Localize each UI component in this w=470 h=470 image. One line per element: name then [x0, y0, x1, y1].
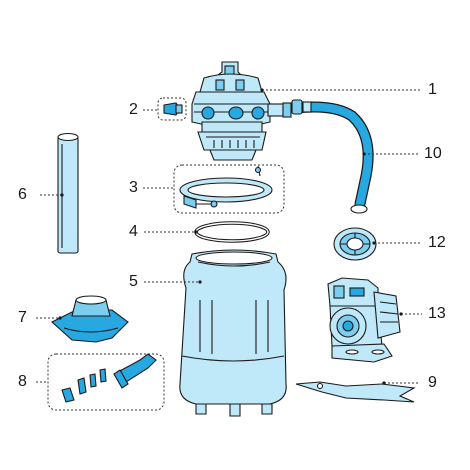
callout-13: 13 — [428, 305, 446, 322]
callout-9: 9 — [428, 374, 437, 391]
callout-10: 10 — [424, 145, 442, 162]
part-1-multiport-valve — [191, 61, 292, 161]
part-9-wrench — [295, 381, 416, 403]
part-6-center-pipe — [57, 132, 79, 254]
part-10-hose — [290, 99, 374, 214]
part-2-drain-plug — [157, 97, 187, 121]
callout-8: 8 — [18, 373, 27, 390]
part-8-fittings-set — [47, 353, 165, 411]
part-7-lateral-hub — [51, 295, 129, 343]
leader-lines — [36, 88, 422, 385]
callout-3: 3 — [129, 179, 138, 196]
callout-7: 7 — [18, 309, 27, 326]
callout-6: 6 — [18, 186, 27, 203]
callout-1: 1 — [428, 81, 437, 98]
part-3-clamp-ring — [173, 164, 285, 214]
callout-12: 12 — [428, 234, 446, 251]
part-5-filter-tank — [179, 249, 287, 417]
callout-5: 5 — [129, 273, 138, 290]
callout-2: 2 — [129, 101, 138, 118]
part-13-pump — [327, 277, 401, 363]
part-4-o-ring — [194, 221, 270, 243]
part-12-strainer-basket — [333, 227, 377, 261]
callout-4: 4 — [129, 223, 138, 240]
